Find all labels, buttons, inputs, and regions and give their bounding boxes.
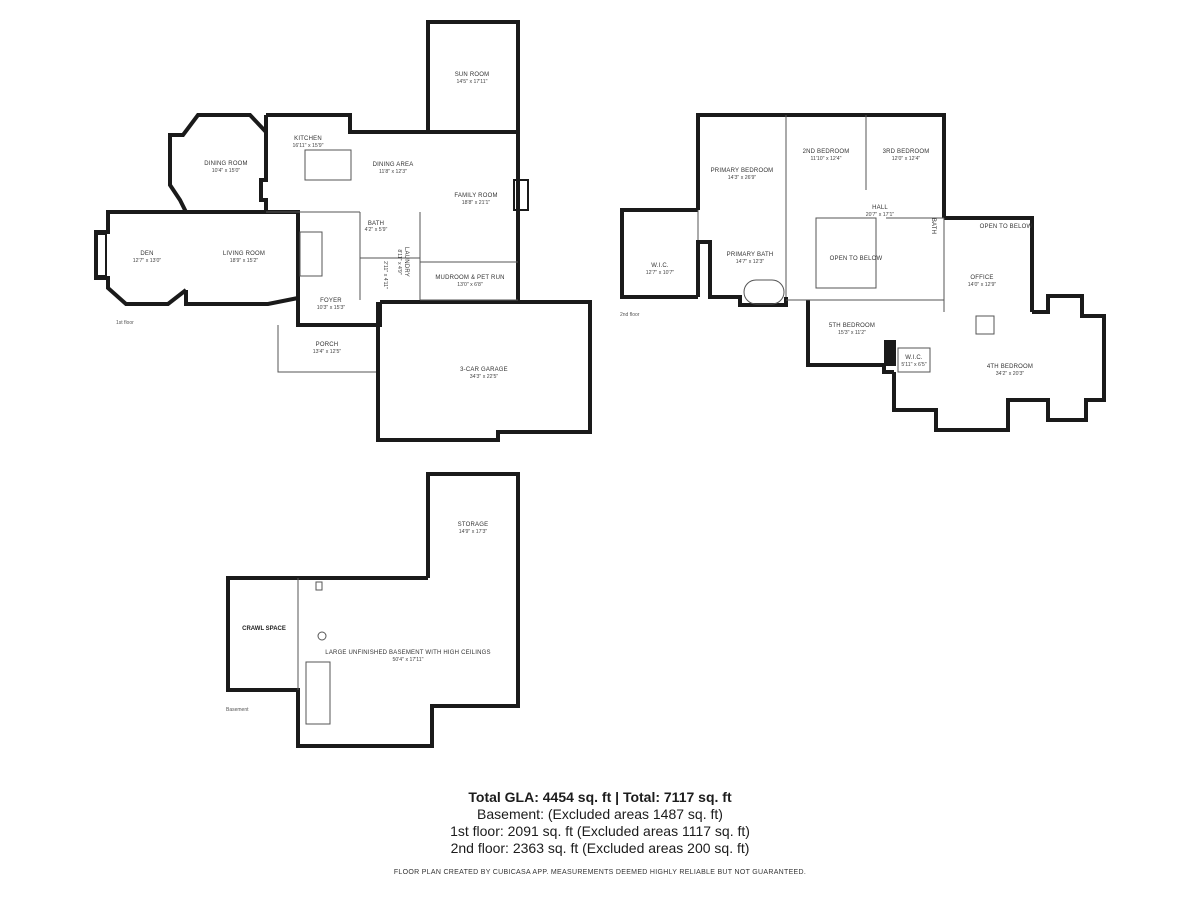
wall-primary-top [696, 113, 946, 218]
total-area-line: Total GLA: 4454 sq. ft | Total: 7117 sq.… [468, 789, 732, 805]
utility-circle [317, 631, 327, 641]
room-dim-hall: 20'7" x 17'1" [866, 212, 895, 218]
room-dim-laundry: 8'11" x 4'9" [396, 249, 402, 274]
room-dim-bedroom2: 11'10" x 12'4" [811, 156, 842, 162]
fireplace-second [975, 315, 995, 335]
room-dim-bedroom5: 15'3" x 11'2" [838, 330, 866, 336]
wic-small-outline [897, 347, 931, 373]
room-dim-mudroom: 13'0" x 6'8" [457, 282, 483, 288]
room-dim-wic-small: 5'11" x 6'5" [901, 362, 926, 368]
room-name-bath: BATH [368, 221, 384, 227]
fireplace-family [513, 179, 529, 211]
room-dim-kitchen: 16'11" x 15'9" [293, 143, 324, 149]
wall-living-bottom [184, 290, 299, 306]
room-name-wic-small: W.I.C. [905, 355, 923, 361]
room-dim-family-room: 18'8" x 21'1" [462, 200, 491, 206]
area-summary: Total GLA: 4454 sq. ft | Total: 7117 sq.… [300, 788, 900, 857]
room-name-primary-bath: PRIMARY BATH [727, 252, 774, 258]
room-name-den: DEN [140, 251, 153, 257]
wall-den [94, 210, 188, 306]
wall-primary-bath [696, 240, 788, 307]
disclaimer-footnote: FLOOR PLAN CREATED BY CUBICASA APP. MEAS… [393, 869, 807, 876]
room-name-bedroom4: 4TH BEDROOM [987, 364, 1033, 370]
room-dim-bath: 4'2" x 5'9" [365, 227, 388, 233]
room-name-bath-small: BATH [930, 218, 936, 234]
wall-storage [426, 472, 520, 578]
room-name-bedroom3: 3RD BEDROOM [883, 149, 930, 155]
wall-office [944, 216, 1034, 312]
room-dim-unfinished: 50'4" x 17'11" [393, 657, 424, 663]
room-dim-storage: 14'9" x 17'3" [459, 529, 488, 535]
room-name-bedroom2: 2ND BEDROOM [803, 149, 850, 155]
floor-label-first: 1st floor [116, 320, 134, 326]
wall-fifth-bedroom [806, 300, 894, 374]
room-name-bedroom5: 5TH BEDROOM [829, 323, 875, 329]
room-name-sun-room: SUN ROOM [455, 72, 490, 78]
room-name-storage: STORAGE [458, 522, 489, 528]
room-name-porch: PORCH [316, 342, 339, 348]
room-name-dining-area: DINING AREA [373, 162, 414, 168]
wall-dining-bay [168, 113, 268, 213]
room-name-primary-bedroom: PRIMARY BEDROOM [711, 168, 774, 174]
stairs-basement [305, 661, 331, 725]
chimney-block [884, 340, 896, 366]
room-name-living-room: LIVING ROOM [223, 251, 265, 257]
room-name-hall: HALL [872, 205, 888, 211]
utility-box [315, 581, 323, 591]
room-dim-primary-bath: 14'7" x 12'3" [736, 259, 765, 265]
room-dim-bedroom4: 34'2" x 20'3" [996, 371, 1025, 377]
wall-wic [620, 208, 698, 299]
room-dim-bedroom3: 12'0" x 12'4" [892, 156, 921, 162]
room-dim-porch: 13'4" x 12'5" [313, 349, 342, 355]
room-dim-living-room: 18'9" x 15'2" [230, 258, 259, 264]
kitchen-island [304, 149, 352, 181]
second-floor-plan: PRIMARY BEDROOM 14'3" x 26'9" 2ND BEDROO… [620, 113, 1106, 432]
fireplace-den [95, 233, 107, 277]
room-name-crawl: CRAWL SPACE [242, 626, 286, 632]
open-to-below-area [815, 217, 877, 289]
room-name-wic-large: W.I.C. [651, 263, 669, 269]
room-dim-dining-room: 10'4" x 15'0" [212, 168, 241, 174]
room-name-family-room: FAMILY ROOM [454, 193, 497, 199]
room-dim-garage: 34'3" x 22'5" [470, 374, 499, 380]
room-dim-office: 14'0" x 12'9" [968, 282, 997, 288]
room-name-mudroom: MUDROOM & PET RUN [435, 275, 504, 281]
room-name-kitchen: KITCHEN [294, 136, 322, 142]
room-dim-wic-large: 12'7" x 10'7" [646, 270, 675, 276]
room-name-garage: 3-CAR GARAGE [460, 367, 508, 373]
room-name-office: OFFICE [970, 275, 993, 281]
first-floor-area-line: 1st floor: 2091 sq. ft (Excluded areas 1… [450, 823, 750, 839]
bathtub [743, 279, 785, 305]
room-name-unfinished: LARGE UNFINISHED BASEMENT WITH HIGH CEIL… [325, 650, 490, 656]
wall-right [892, 294, 1106, 432]
room-name-open-below-2: OPEN TO BELOW [980, 224, 1033, 230]
wall-sun-room [426, 20, 520, 132]
room-name-closet: 2'11" x 4'11" [382, 261, 388, 289]
room-name-foyer: FOYER [320, 298, 342, 304]
wall-kitchen-top [266, 113, 520, 180]
room-name-laundry: LAUNDRY [403, 247, 409, 277]
first-floor-plan: SUN ROOM 14'5" x 17'11" KITCHEN 16'11" x… [94, 20, 592, 442]
room-dim-foyer: 10'3" x 15'3" [317, 305, 346, 311]
room-name-dining-room: DINING ROOM [204, 161, 248, 167]
floor-label-basement: Basement [226, 707, 249, 713]
basement-area-line: Basement: (Excluded areas 1487 sq. ft) [477, 806, 723, 822]
room-dim-primary-bedroom: 14'3" x 26'9" [728, 175, 757, 181]
room-dim-dining-area: 11'8" x 12'3" [379, 169, 407, 175]
stairs-first [299, 231, 323, 277]
floor-label-second: 2nd floor [620, 312, 640, 318]
wall-basement [226, 576, 520, 748]
room-dim-den: 12'7" x 13'0" [133, 258, 162, 264]
room-dim-sun-room: 14'5" x 17'11" [457, 79, 488, 85]
wall-garage [376, 300, 592, 442]
second-floor-area-line: 2nd floor: 2363 sq. ft (Excluded areas 2… [450, 840, 750, 856]
basement-plan: STORAGE 14'9" x 17'3" CRAWL SPACE LARGE … [226, 472, 520, 748]
room-name-open-below-1: OPEN TO BELOW [830, 256, 883, 262]
